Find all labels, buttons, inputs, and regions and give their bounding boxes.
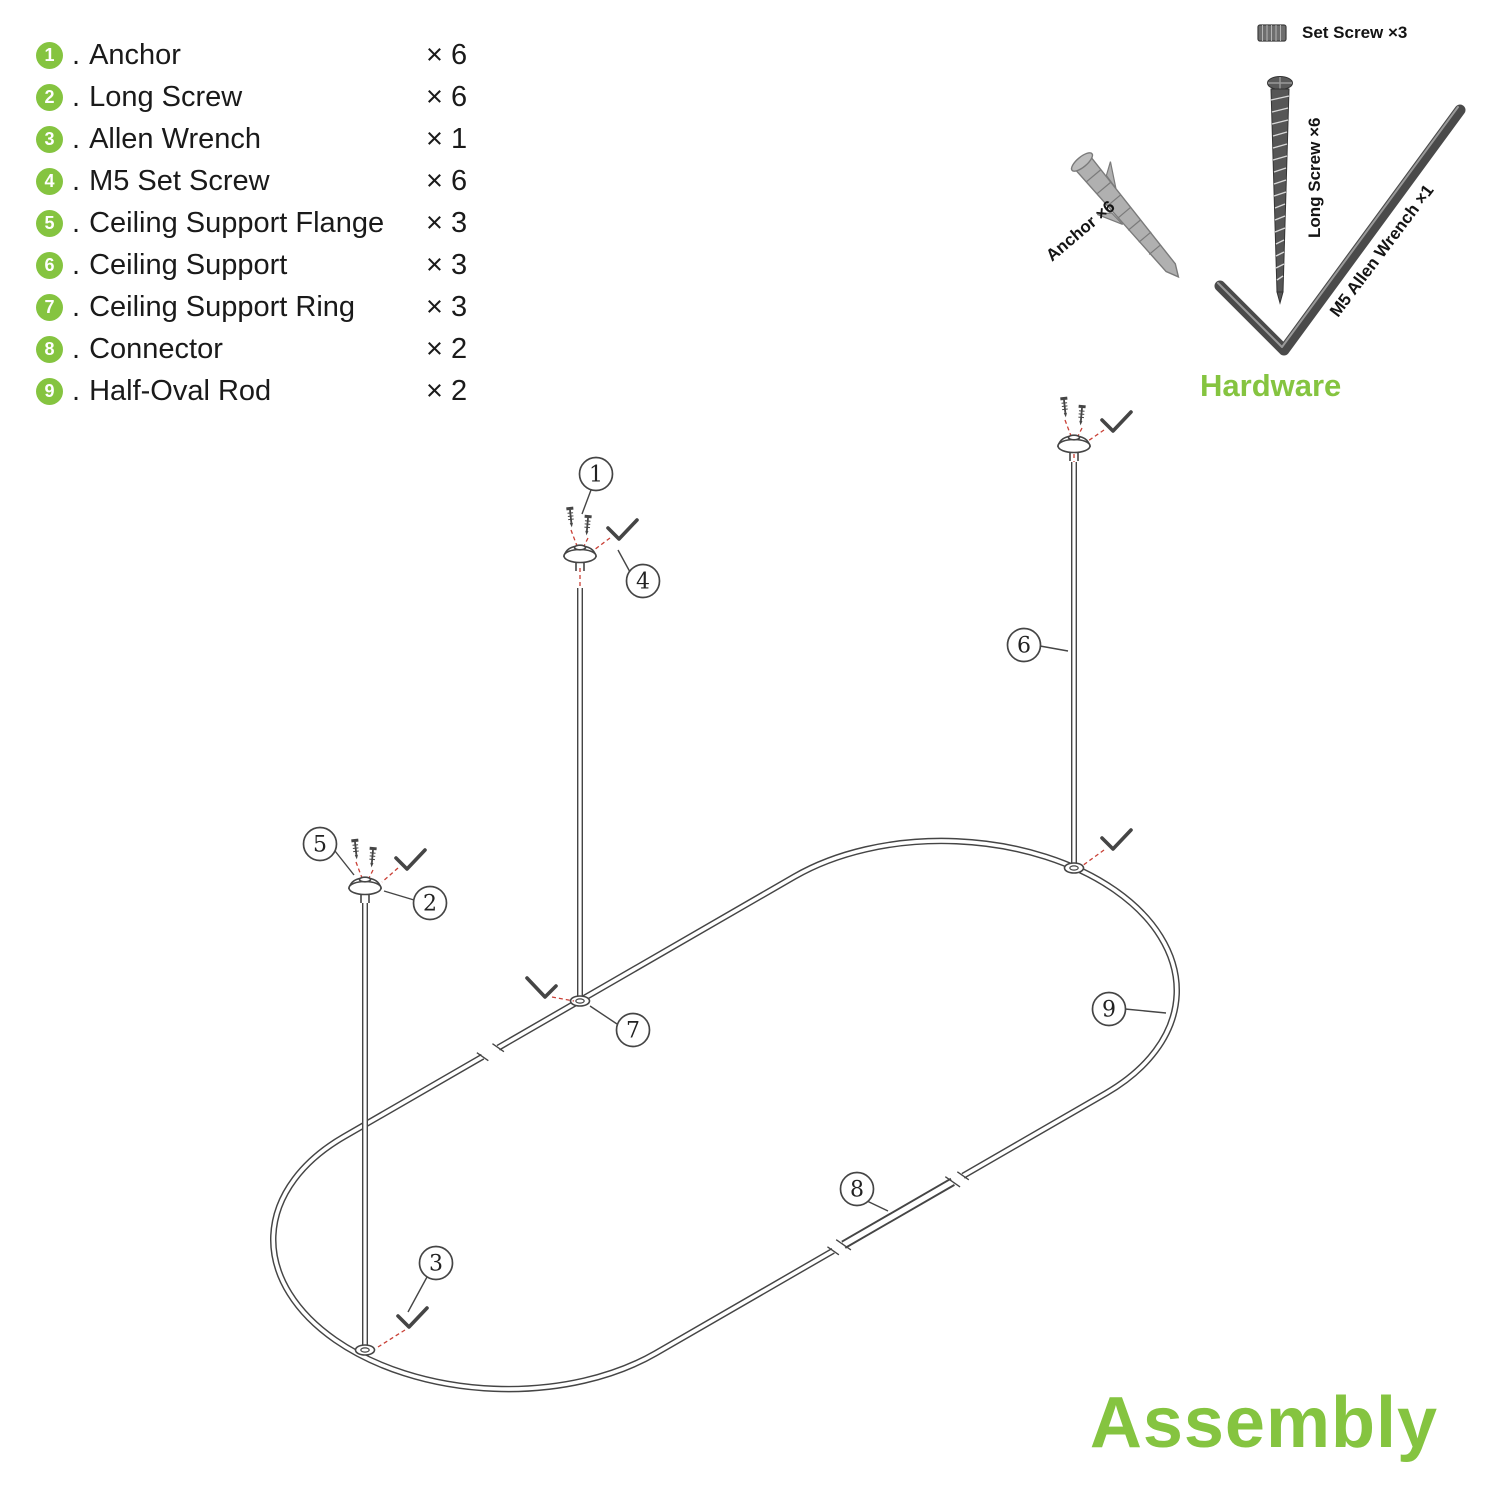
callout-4: 4 <box>625 563 661 599</box>
leader-line <box>383 890 415 901</box>
leader-line <box>1124 1008 1167 1014</box>
part-number-badge: 3 <box>36 125 63 153</box>
part-number-badge: 9 <box>36 377 63 405</box>
part-row: 1 . Anchor × 6 <box>36 34 484 76</box>
ceiling-support-flange <box>1058 398 1090 461</box>
leader-line <box>589 1005 618 1025</box>
svg-text:6: 6 <box>1017 634 1031 659</box>
part-qty: × 3 <box>426 248 468 281</box>
ceiling-support-flange <box>349 840 381 903</box>
part-qty: × 1 <box>426 122 468 155</box>
svg-text:9: 9 <box>1102 998 1116 1023</box>
callout-2: 2 <box>412 885 448 921</box>
part-row: 9 . Half-Oval Rod × 2 <box>36 370 484 412</box>
allen-wrench-icon <box>394 848 427 871</box>
part-separator: . <box>72 290 81 323</box>
callout-6: 6 <box>1006 627 1042 663</box>
part-name: M5 Set Screw <box>89 164 270 197</box>
allen-wrench-icon <box>525 976 558 999</box>
hardware-panel: Set Screw ×3 Long Screw ×6 Anchor ×6 M5 … <box>1042 23 1466 403</box>
part-separator: . <box>72 206 81 239</box>
part-separator: . <box>72 332 81 365</box>
svg-text:3: 3 <box>429 1252 443 1277</box>
oval-rod-frame <box>174 778 1278 1454</box>
leader-line <box>334 850 355 876</box>
allen-wrench-icon <box>1214 104 1466 356</box>
part-number-badge: 5 <box>36 209 63 237</box>
allen-wrench-label: M5 Allen Wrench ×1 <box>1326 181 1438 320</box>
callout-8: 8 <box>839 1171 875 1207</box>
svg-text:5: 5 <box>313 833 327 858</box>
svg-text:1: 1 <box>589 463 603 488</box>
part-row: 4 . M5 Set Screw × 6 <box>36 160 484 202</box>
part-row: 8 . Connector × 2 <box>36 328 484 370</box>
set-screw-icon <box>1257 24 1287 42</box>
part-qty: × 2 <box>426 374 468 407</box>
ceiling-support-ring <box>354 1344 376 1356</box>
part-qty: × 6 <box>426 164 468 197</box>
leader-line <box>866 1200 889 1212</box>
part-separator: . <box>72 122 81 155</box>
allen-wrench-icon <box>1100 828 1133 851</box>
part-number-badge: 4 <box>36 167 63 195</box>
part-name: Anchor <box>89 38 181 71</box>
part-number-badge: 2 <box>36 83 63 111</box>
leader-line <box>1039 645 1069 652</box>
set-screw-label: Set Screw ×3 <box>1302 23 1407 42</box>
part-name: Allen Wrench <box>89 122 261 155</box>
part-name: Half-Oval Rod <box>89 374 272 407</box>
leader-line <box>581 489 592 515</box>
anchor-label: Anchor ×6 <box>1042 197 1118 265</box>
assembly-title: Assembly <box>1089 1383 1438 1463</box>
part-row: 3 . Allen Wrench × 1 <box>36 118 484 160</box>
part-qty: × 3 <box>426 206 468 239</box>
ceiling-support-ring <box>1063 862 1085 874</box>
part-separator: . <box>72 80 81 113</box>
part-number-badge: 6 <box>36 251 63 279</box>
part-separator: . <box>72 248 81 281</box>
allen-wrench-icon <box>1100 410 1133 433</box>
ceiling-support-flange <box>564 508 596 571</box>
leader-line <box>617 549 631 573</box>
part-number-badge: 7 <box>36 293 63 321</box>
callout-5: 5 <box>302 826 338 862</box>
part-name: Ceiling Support Ring <box>89 290 356 323</box>
callout-3: 3 <box>418 1245 454 1281</box>
anchor-icon <box>1070 152 1180 279</box>
part-row: 7 . Ceiling Support Ring × 3 <box>36 286 484 328</box>
part-qty: × 3 <box>426 290 468 323</box>
leader-line <box>407 1276 428 1313</box>
svg-text:4: 4 <box>636 570 650 595</box>
part-row: 6 . Ceiling Support × 3 <box>36 244 484 286</box>
part-name: Connector <box>89 332 223 365</box>
part-row: 2 . Long Screw × 6 <box>36 76 484 118</box>
part-separator: . <box>72 164 81 197</box>
callout-7: 7 <box>615 1012 651 1048</box>
part-number-badge: 8 <box>36 335 63 363</box>
svg-text:8: 8 <box>850 1178 864 1203</box>
part-name: Long Screw <box>89 80 243 113</box>
long-screw-label: Long Screw ×6 <box>1305 118 1324 238</box>
part-qty: × 2 <box>426 332 468 365</box>
half-oval-rod <box>180 782 1271 1449</box>
hardware-title: Hardware <box>1200 368 1341 403</box>
allen-wrench-icon <box>396 1306 429 1329</box>
long-screw-icon <box>1267 76 1293 305</box>
allen-wrench-icon <box>606 518 639 541</box>
part-separator: . <box>72 38 81 71</box>
svg-text:7: 7 <box>626 1019 640 1044</box>
part-separator: . <box>72 374 81 407</box>
callout-1: 1 <box>578 456 614 492</box>
part-qty: × 6 <box>426 38 468 71</box>
part-qty: × 6 <box>426 80 468 113</box>
parts-list: 1 . Anchor × 6 2 . Long Screw × 6 3 . Al… <box>36 34 484 412</box>
svg-text:2: 2 <box>423 892 437 917</box>
part-row: 5 . Ceiling Support Flange × 3 <box>36 202 484 244</box>
part-name: Ceiling Support <box>89 248 288 281</box>
part-name: Ceiling Support Flange <box>89 206 385 239</box>
callout-9: 9 <box>1091 991 1127 1027</box>
part-number-badge: 1 <box>36 41 63 69</box>
